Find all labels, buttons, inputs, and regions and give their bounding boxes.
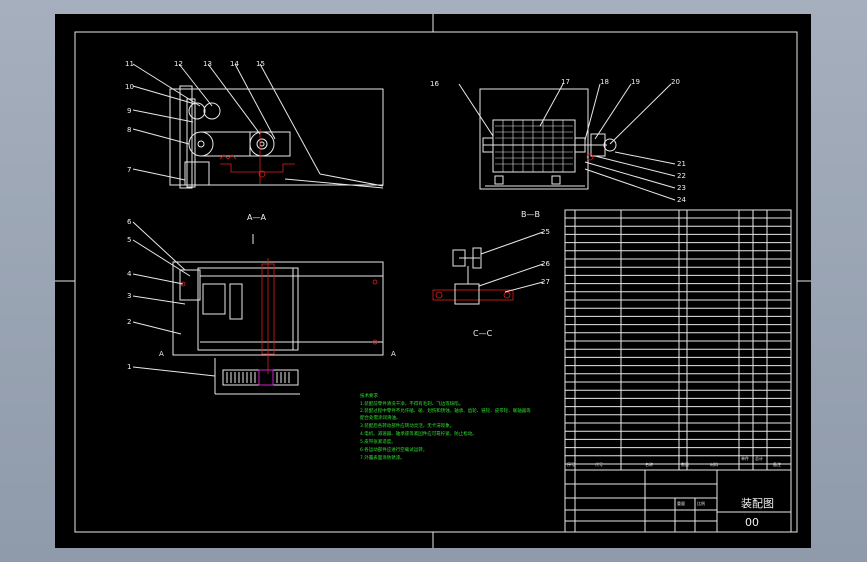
svg-text:技术要求: 技术要求 — [360, 392, 378, 399]
svg-text:26: 26 — [541, 260, 550, 268]
svg-text:17: 17 — [561, 78, 570, 86]
svg-text:比例: 比例 — [697, 500, 705, 506]
svg-text:14: 14 — [230, 60, 239, 68]
svg-text:7.外露表面涂防锈漆。: 7.外露表面涂防锈漆。 — [360, 454, 405, 461]
svg-text:15: 15 — [256, 60, 265, 68]
svg-text:A: A — [159, 350, 164, 358]
parts-list — [564, 209, 792, 532]
svg-text:序号: 序号 — [567, 461, 575, 467]
svg-text:名称: 名称 — [645, 461, 653, 467]
parts-header: 序号 代号 名称 数量 材料 单件 总计 备注 — [567, 455, 781, 467]
svg-text:20: 20 — [671, 78, 680, 86]
svg-text:B—B: B—B — [521, 210, 540, 219]
svg-text:配合处需涂润滑油。: 配合处需涂润滑油。 — [360, 414, 401, 421]
top-view: 6 5 4 3 2 1 A A — [127, 218, 396, 395]
svg-text:25: 25 — [541, 228, 550, 236]
drawing-border — [74, 31, 798, 533]
svg-text:24: 24 — [677, 196, 686, 204]
front-view: 11 12 13 14 15 10 9 8 7 A—A — [125, 60, 384, 222]
side-view: 16 17 18 19 20 21 22 23 24 B—B — [430, 78, 686, 219]
svg-text:3: 3 — [127, 292, 131, 300]
svg-text:12: 12 — [174, 60, 183, 68]
svg-text:4: 4 — [127, 270, 132, 278]
svg-text:代号: 代号 — [595, 461, 603, 467]
svg-text:9: 9 — [127, 107, 131, 115]
svg-text:6.各运动部件应进行空载试运转。: 6.各运动部件应进行空载试运转。 — [360, 446, 427, 453]
svg-text:10: 10 — [125, 83, 134, 91]
svg-text:19: 19 — [631, 78, 640, 86]
svg-text:2: 2 — [127, 318, 131, 326]
svg-text:2.装配过程中零件不允许磕、碰、划伤和锈蚀，轴承、齿轮、链轮: 2.装配过程中零件不允许磕、碰、划伤和锈蚀，轴承、齿轮、链轮、皮带轮、联轴器等 — [360, 407, 531, 414]
svg-text:21: 21 — [677, 160, 686, 168]
svg-text:27: 27 — [541, 278, 550, 286]
svg-text:6: 6 — [127, 218, 132, 226]
svg-text:16: 16 — [430, 80, 439, 88]
svg-text:5: 5 — [127, 236, 131, 244]
svg-text:单件: 单件 — [741, 455, 749, 461]
drawing-code: 00 — [745, 516, 759, 529]
svg-text:4.电机、减速器、轴承座等紧固件应可靠拧紧，防止松动。: 4.电机、减速器、轴承座等紧固件应可靠拧紧，防止松动。 — [360, 430, 477, 437]
svg-text:8: 8 — [127, 126, 131, 134]
assembly-drawing: 11 12 13 14 15 10 9 8 7 A—A — [55, 14, 811, 548]
svg-text:23: 23 — [677, 184, 686, 192]
svg-text:18: 18 — [600, 78, 609, 86]
drawing-name: 装配图 — [741, 497, 774, 510]
svg-text:重量: 重量 — [677, 500, 685, 506]
svg-text:备注: 备注 — [773, 461, 781, 467]
title-block: 重量 比例 装配图 00 — [564, 469, 792, 533]
svg-text:材料: 材料 — [710, 461, 718, 467]
svg-text:A: A — [391, 350, 396, 358]
svg-text:A—A: A—A — [247, 213, 266, 222]
technical-notes: 技术要求 1.装配前零件清洗干净，不得有毛刺、飞边等缺陷。 2.装配过程中零件不… — [360, 392, 531, 461]
svg-text:1: 1 — [127, 363, 131, 371]
svg-text:13: 13 — [203, 60, 212, 68]
drawing-sheet[interactable]: 11 12 13 14 15 10 9 8 7 A—A — [55, 14, 811, 548]
svg-text:C—C: C—C — [473, 329, 493, 338]
svg-text:5.皮带张紧适度。: 5.皮带张紧适度。 — [360, 438, 396, 445]
svg-text:7: 7 — [127, 166, 131, 174]
svg-text:11: 11 — [125, 60, 134, 68]
svg-text:22: 22 — [677, 172, 686, 180]
svg-text:总计: 总计 — [755, 455, 763, 461]
svg-text:3.装配后各转动部件应转动灵活，无卡滞现象。: 3.装配后各转动部件应转动灵活，无卡滞现象。 — [360, 422, 454, 429]
svg-text:数量: 数量 — [681, 461, 689, 467]
detail-view: 25 26 27 C—C — [432, 228, 550, 338]
svg-text:1.装配前零件清洗干净，不得有毛刺、飞边等缺陷。: 1.装配前零件清洗干净，不得有毛刺、飞边等缺陷。 — [360, 400, 463, 407]
